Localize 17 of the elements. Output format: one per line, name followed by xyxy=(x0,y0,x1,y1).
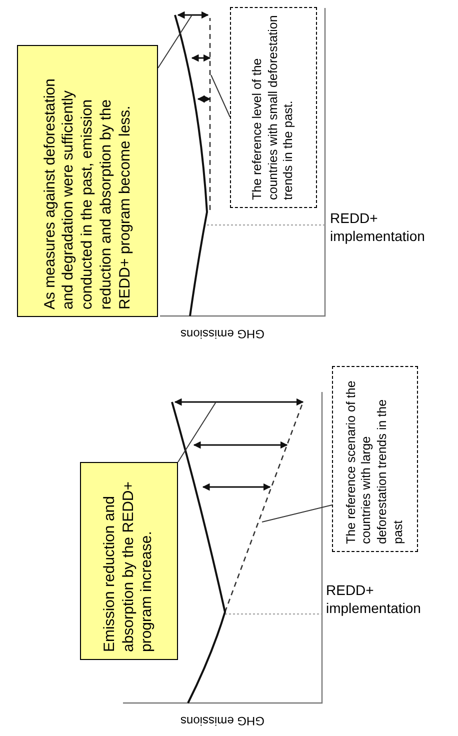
callout-box xyxy=(17,45,158,317)
callout-box xyxy=(80,462,178,660)
callout-text: The reference scenario of the countries with large deforestation trends in the past xyxy=(344,380,406,544)
leader-line xyxy=(262,504,332,522)
callout-text: Emission reduction and absorption by the REDD+ program increase. xyxy=(100,480,156,652)
note-box xyxy=(332,366,418,552)
leader-line xyxy=(178,402,216,462)
axis-label: GHG emissions xyxy=(179,326,266,343)
axis-label: GHG emissions xyxy=(179,713,266,730)
emission-chart-drawing xyxy=(160,8,326,317)
leader-line xyxy=(158,14,192,68)
implementation-label: REDD+ implementation xyxy=(326,582,422,617)
emission-chart-drawing xyxy=(123,392,323,704)
callout-text: As measures against deforestation and degradation were sufficiently conducted in the past, emission reduction and absorption by the REDD+ program become less. xyxy=(40,77,134,309)
leader-line xyxy=(210,74,230,118)
implementation-label: REDD+ implementation xyxy=(330,210,426,245)
callout-text: The reference level of the countries with small deforestation trends in the past. xyxy=(250,15,296,200)
